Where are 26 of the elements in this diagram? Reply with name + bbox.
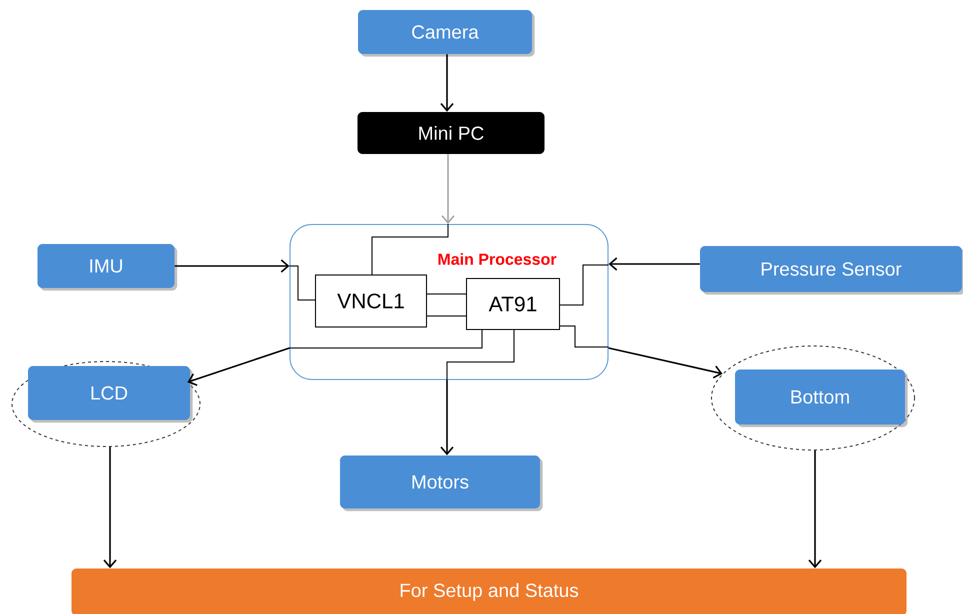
process-box: LCD: [28, 366, 193, 423]
process-box: Bottom: [735, 370, 908, 428]
process-box: Camera: [358, 10, 535, 57]
chip-box: AT91: [466, 278, 560, 330]
arrow: [808, 450, 822, 568]
arrow: [608, 257, 700, 271]
process-box: Motors: [340, 456, 543, 512]
arrow: [440, 54, 454, 112]
process-box: Mini PC: [358, 112, 544, 154]
wire: [446, 330, 514, 380]
wire: [560, 326, 609, 348]
arrow: [441, 154, 455, 224]
wire: [289, 330, 482, 348]
arrow: [103, 447, 117, 568]
process-box: Pressure Sensor: [700, 246, 963, 295]
arrow: [187, 347, 290, 386]
arrow: [608, 347, 723, 379]
group-ellipse: [711, 346, 915, 450]
arrow: [174, 259, 290, 273]
status-bar: For Setup and Status: [72, 568, 906, 614]
process-box: IMU: [38, 244, 178, 291]
arrow: [440, 380, 454, 456]
wire: [372, 224, 448, 275]
wire: [289, 266, 316, 300]
wire: [560, 264, 609, 306]
chip-box: VNCL1: [315, 274, 427, 328]
